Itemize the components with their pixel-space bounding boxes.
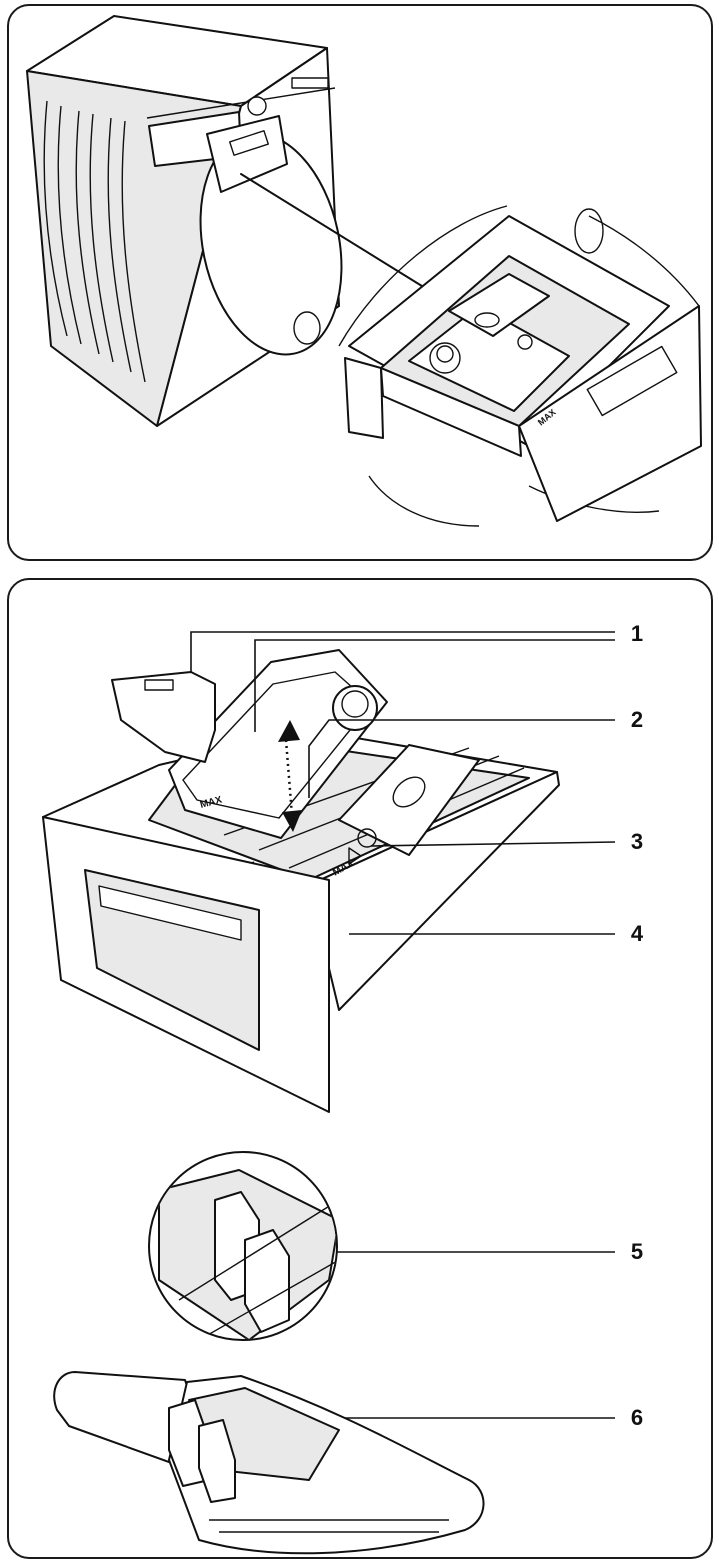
leader-3 <box>370 841 616 847</box>
dosing-dial <box>357 828 377 848</box>
detail-tank-cap-top <box>436 345 454 363</box>
insert-detail-line <box>178 1199 336 1301</box>
drawer-front-small <box>206 115 288 193</box>
siphon-cap <box>392 776 426 808</box>
detail-dial <box>517 334 533 350</box>
side-rib <box>43 100 68 337</box>
leader-1b <box>254 639 615 732</box>
program-knob <box>247 96 267 116</box>
drawer-parts-drawing: MAX MAX <box>42 631 616 1555</box>
leader-1a <box>190 631 615 672</box>
liquid-detergent-tank <box>168 649 388 839</box>
level-arrow-up-icon <box>278 720 300 742</box>
lid-grip <box>144 679 174 691</box>
drawer-handle <box>229 130 269 156</box>
detail-lower-arc <box>368 475 480 527</box>
level-arrow-line <box>284 739 294 816</box>
callout-2: 2 <box>630 707 644 732</box>
tank-lid <box>111 671 216 763</box>
detail-siphon <box>474 312 500 328</box>
detail-front-left <box>344 357 384 439</box>
insert-detail-flap-2 <box>244 1229 290 1333</box>
panel-washing-machine: MAX <box>7 4 713 561</box>
control-panel-edge <box>146 87 336 119</box>
detail-machine-edge <box>338 205 508 347</box>
level-arrow-down-icon <box>282 810 302 832</box>
insert-detail-line <box>198 1259 336 1339</box>
drawer-handle-slot <box>98 885 242 941</box>
insert-flap-b <box>198 1419 236 1503</box>
washing-machine-drawing: MAX <box>26 15 702 527</box>
arrow-marker <box>348 847 362 865</box>
detail-lower-arc-2 <box>528 485 660 513</box>
detail-compartment <box>448 273 550 337</box>
side-rib <box>121 120 146 383</box>
display <box>291 77 329 89</box>
detail-drawer-front <box>518 305 702 522</box>
detail-pointer-line <box>240 173 452 305</box>
callout-3: 3 <box>630 829 644 854</box>
detail-knob <box>574 208 604 254</box>
side-rib <box>75 110 100 355</box>
panel-drawer-parts: MAX MAX <box>7 578 713 1559</box>
callout-6: 6 <box>630 1405 644 1430</box>
detail-tank <box>408 305 570 412</box>
tank-filler-cap-top <box>341 690 369 718</box>
detail-rail <box>380 367 522 457</box>
side-rib <box>57 105 82 345</box>
insert-detail-content <box>158 1169 336 1339</box>
leader-2 <box>308 719 615 798</box>
side-rib <box>89 113 114 363</box>
detail-drawer-handle <box>586 345 678 417</box>
side-rib <box>107 117 132 373</box>
callout-4: 4 <box>630 921 644 946</box>
callout-5: 5 <box>630 1239 644 1264</box>
filter-cover <box>293 311 321 345</box>
callout-1: 1 <box>630 621 644 646</box>
